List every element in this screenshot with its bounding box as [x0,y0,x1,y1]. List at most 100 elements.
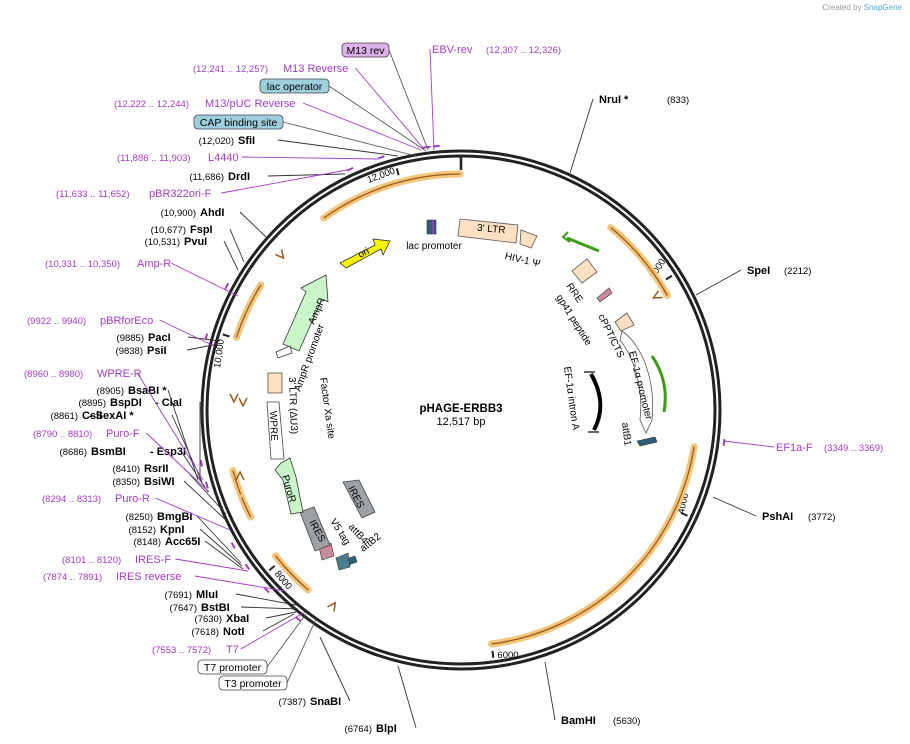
orf-arc [488,443,698,648]
enzyme-noti: NotI [223,626,244,638]
primer-leader [175,558,249,572]
enzyme-bsmbi: BsmBI [91,446,126,458]
primer-ebv-rev: EBV-rev [432,44,473,56]
primer-mark [722,439,726,446]
ltr-3-label: 3' LTR (ΔU3) [286,377,299,435]
tick-label: 6000 [497,650,518,661]
enzyme-leader [397,665,417,729]
feature-leader [328,85,427,152]
enzyme-leader [186,343,219,351]
primer-puro-r: Puro-R [115,493,150,505]
primer-ef1a-f: EF1a-F [776,442,813,454]
enzyme-leader [229,228,245,263]
primer-leader [302,102,422,151]
enzyme-leader [265,611,297,619]
primer-ires-reverse-range: (7874 .. 7891) [43,572,102,583]
primer-pbr322ori-f-range: (11,633 .. 11,652) [56,189,130,200]
orf-arc [232,281,265,341]
enzyme-leader [204,540,244,570]
ef1a-promoter-arrow [619,330,654,434]
tick-mark [680,511,688,517]
enzyme-leader [199,528,243,567]
orf-arc-line [610,227,668,296]
enzyme-fspi: FspI [190,224,213,236]
enzyme-sfii: SfiI [238,135,255,147]
backbone-outer-ring [200,149,722,671]
tick-mark [491,650,495,659]
enzyme-pvui: PvuI [184,236,207,248]
ori-label: ori [356,246,371,261]
primer-mark [199,459,204,467]
primer-mark [244,563,251,571]
enzyme-bspdi: BspDI [110,397,142,409]
enzyme-drdi: DrdI [228,171,250,183]
tick-mark [395,168,400,176]
enzyme-drdi-position: (11,686) [189,172,224,183]
enzyme-leader [277,139,399,157]
enzyme-leader [544,661,556,721]
enzyme-mlui-position: (7691) [165,590,192,601]
cppt-block [614,312,635,332]
factor-xa-label: Factor Xa site [317,377,337,440]
enzyme-leader [319,636,351,702]
primer-mark [346,166,354,172]
primer-leader [159,319,213,346]
primer-l4440: L4440 [208,152,239,164]
primer-mark [230,542,236,549]
hiv-psi-label: HIV-1 Ψ [504,251,542,270]
box-t3-promoter [218,675,288,691]
enzyme-mlui: MluI [196,589,218,601]
primer-leader [137,372,204,481]
enzyme-nrui: NruI * [599,94,629,106]
enzyme-bstbi: BstBI [201,602,230,614]
enzyme-kpni-position: (8152) [129,525,156,536]
enzyme-leader [262,613,295,632]
feature-leader [266,613,307,668]
enzyme-fspi-position: (10,677) [151,225,186,236]
enzyme-bstbi-position: (7647) [170,603,197,614]
lac-promoter-label: lac promoter [406,241,462,252]
primer-ebv-rev-range: (12,307 .. 12,326) [486,45,561,56]
enzyme-leader [240,606,299,610]
ori-arrow [339,238,391,269]
primer-amp-r: Amp-R [137,258,171,270]
primer-t7: T7 [226,644,239,656]
primer-m13-reverse-range: (12,241 .. 12,257) [193,64,268,75]
enzyme-leader [235,593,302,607]
enzyme-pvui-position: (10,531) [145,237,180,248]
enzyme-bsmbi-alias: - Esp3I [150,446,186,458]
ampr-promoter-arrow [275,345,293,359]
enzyme-pshai: PshAI [762,511,793,523]
primer-t7-range: (7553 .. 7572) [152,645,211,656]
enzyme-bsabi-position: (8905) [97,386,124,397]
enzyme-bamhi-position: (5630) [613,716,640,727]
primer-pbrforeco: pBRforEco [100,315,153,327]
primer-mark [205,481,209,489]
enzyme-leader [239,211,267,238]
enzyme-rsrii: RsrII [144,463,168,475]
enzyme-csii: CsiI [82,410,102,422]
ltr-5-label: 3' LTR [477,223,506,236]
box-t3-promoter-label: T3 promoter [224,678,282,690]
primer-leader [170,262,239,297]
feature-leader [282,121,417,157]
enzyme-leader [183,480,230,524]
box-m13-rev [341,42,390,58]
snapgene-logo-icon: SnapGene [863,3,902,12]
wpre-label: WPRE [267,411,279,442]
tick-mark [222,333,230,338]
primer-wpre-r: WPRE-R [97,368,142,380]
orf-arrowhead-icon [275,249,285,260]
enzyme-leader [183,467,227,515]
plasmid-size: 12,517 bp [437,416,486,428]
box-lac-operator-label: lac operator [267,81,323,93]
orf-arc [320,170,464,222]
primer-mark [378,155,385,160]
tick-mark [268,565,276,572]
primer-mark [432,144,440,148]
enzyme-blpi-position: (6764) [345,724,372,735]
enzyme-ahdi-position: (10,900) [161,208,196,219]
orf-arc-line [491,446,695,645]
